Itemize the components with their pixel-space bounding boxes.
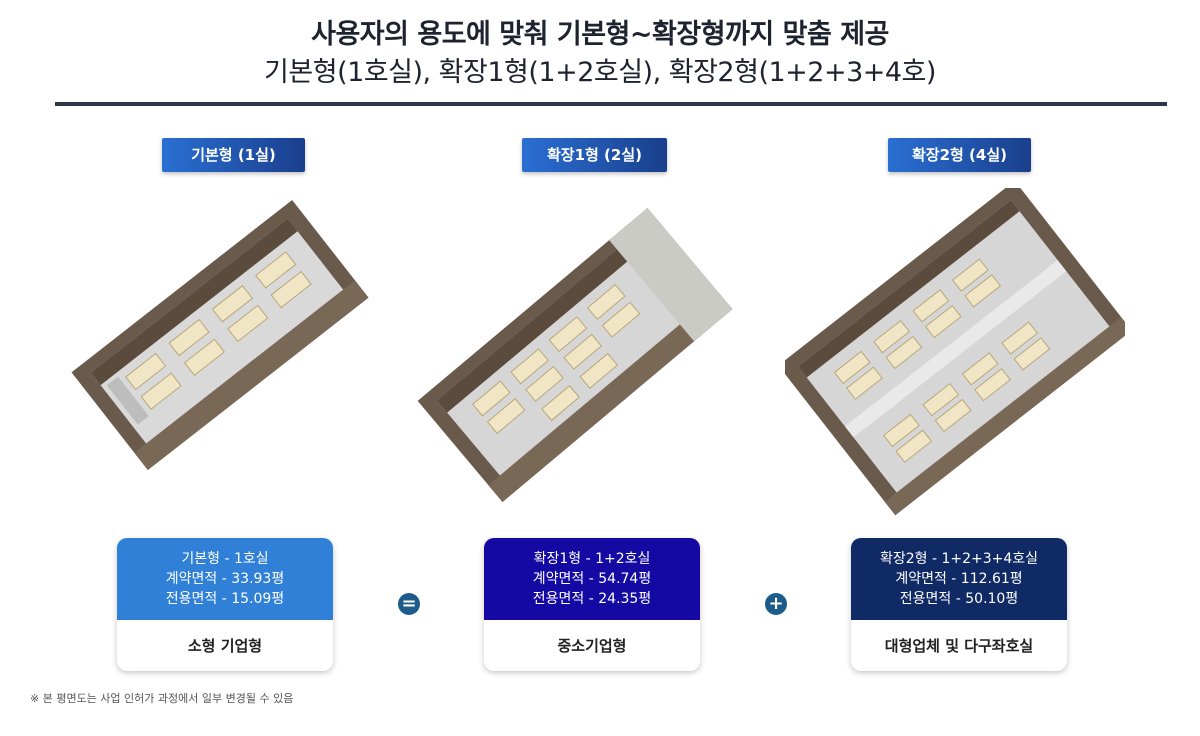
card-expansion2-contract-area: 계약면적 - 112.61평 (895, 571, 1023, 587)
card-basic-type: 기본형 - 1호실 (181, 551, 269, 567)
card-expansion1-info: 확장1형 - 1+2호실 계약면적 - 54.74평 전용면적 - 24.35평 (484, 538, 700, 620)
card-expansion1-target: 중소기업형 (557, 637, 627, 655)
disclaimer-note: ※ 본 평면도는 사업 인허가 과정에서 일부 변경될 수 있음 (30, 692, 294, 705)
card-expansion2-type: 확장2형 - 1+2+3+4호실 (879, 551, 1039, 567)
card-basic-target: 소형 기업형 (187, 637, 263, 655)
floorplan-expansion2-image (785, 188, 1125, 516)
equals-icon: = (398, 593, 420, 615)
plus-icon: + (765, 593, 787, 615)
tag-expansion2: 확장2형 (4실) (888, 138, 1031, 172)
card-expansion2: 확장2형 - 1+2+3+4호실 계약면적 - 112.61평 전용면적 - 5… (851, 538, 1067, 671)
card-basic-contract-area: 계약면적 - 33.93평 (165, 571, 285, 587)
card-basic-exclusive-area: 전용면적 - 15.09평 (165, 591, 285, 607)
card-expansion2-target: 대형업체 및 다구좌호실 (884, 637, 1034, 655)
tag-basic: 기본형 (1실) (162, 138, 305, 172)
card-basic: 기본형 - 1호실 계약면적 - 33.93평 전용면적 - 15.09평 소형… (117, 538, 333, 671)
card-expansion2-info: 확장2형 - 1+2+3+4호실 계약면적 - 112.61평 전용면적 - 5… (851, 538, 1067, 620)
card-basic-info: 기본형 - 1호실 계약면적 - 33.93평 전용면적 - 15.09평 (117, 538, 333, 620)
floorplan-basic-image (71, 199, 369, 471)
floorplan-expansion1-image (417, 208, 733, 502)
page-title: 사용자의 용도에 맞춰 기본형~확장형까지 맞춤 제공 (311, 19, 889, 50)
title-divider (55, 102, 1167, 106)
card-expansion1: 확장1형 - 1+2호실 계약면적 - 54.74평 전용면적 - 24.35평… (484, 538, 700, 671)
page-subtitle: 기본형(1호실), 확장1형(1+2호실), 확장2형(1+2+3+4호) (264, 57, 936, 88)
card-expansion1-contract-area: 계약면적 - 54.74평 (532, 571, 652, 587)
tag-expansion1: 확장1형 (2실) (522, 138, 667, 172)
card-expansion1-type: 확장1형 - 1+2호실 (533, 551, 651, 567)
card-expansion2-exclusive-area: 전용면적 - 50.10평 (899, 591, 1019, 607)
card-expansion1-exclusive-area: 전용면적 - 24.35평 (532, 591, 652, 607)
